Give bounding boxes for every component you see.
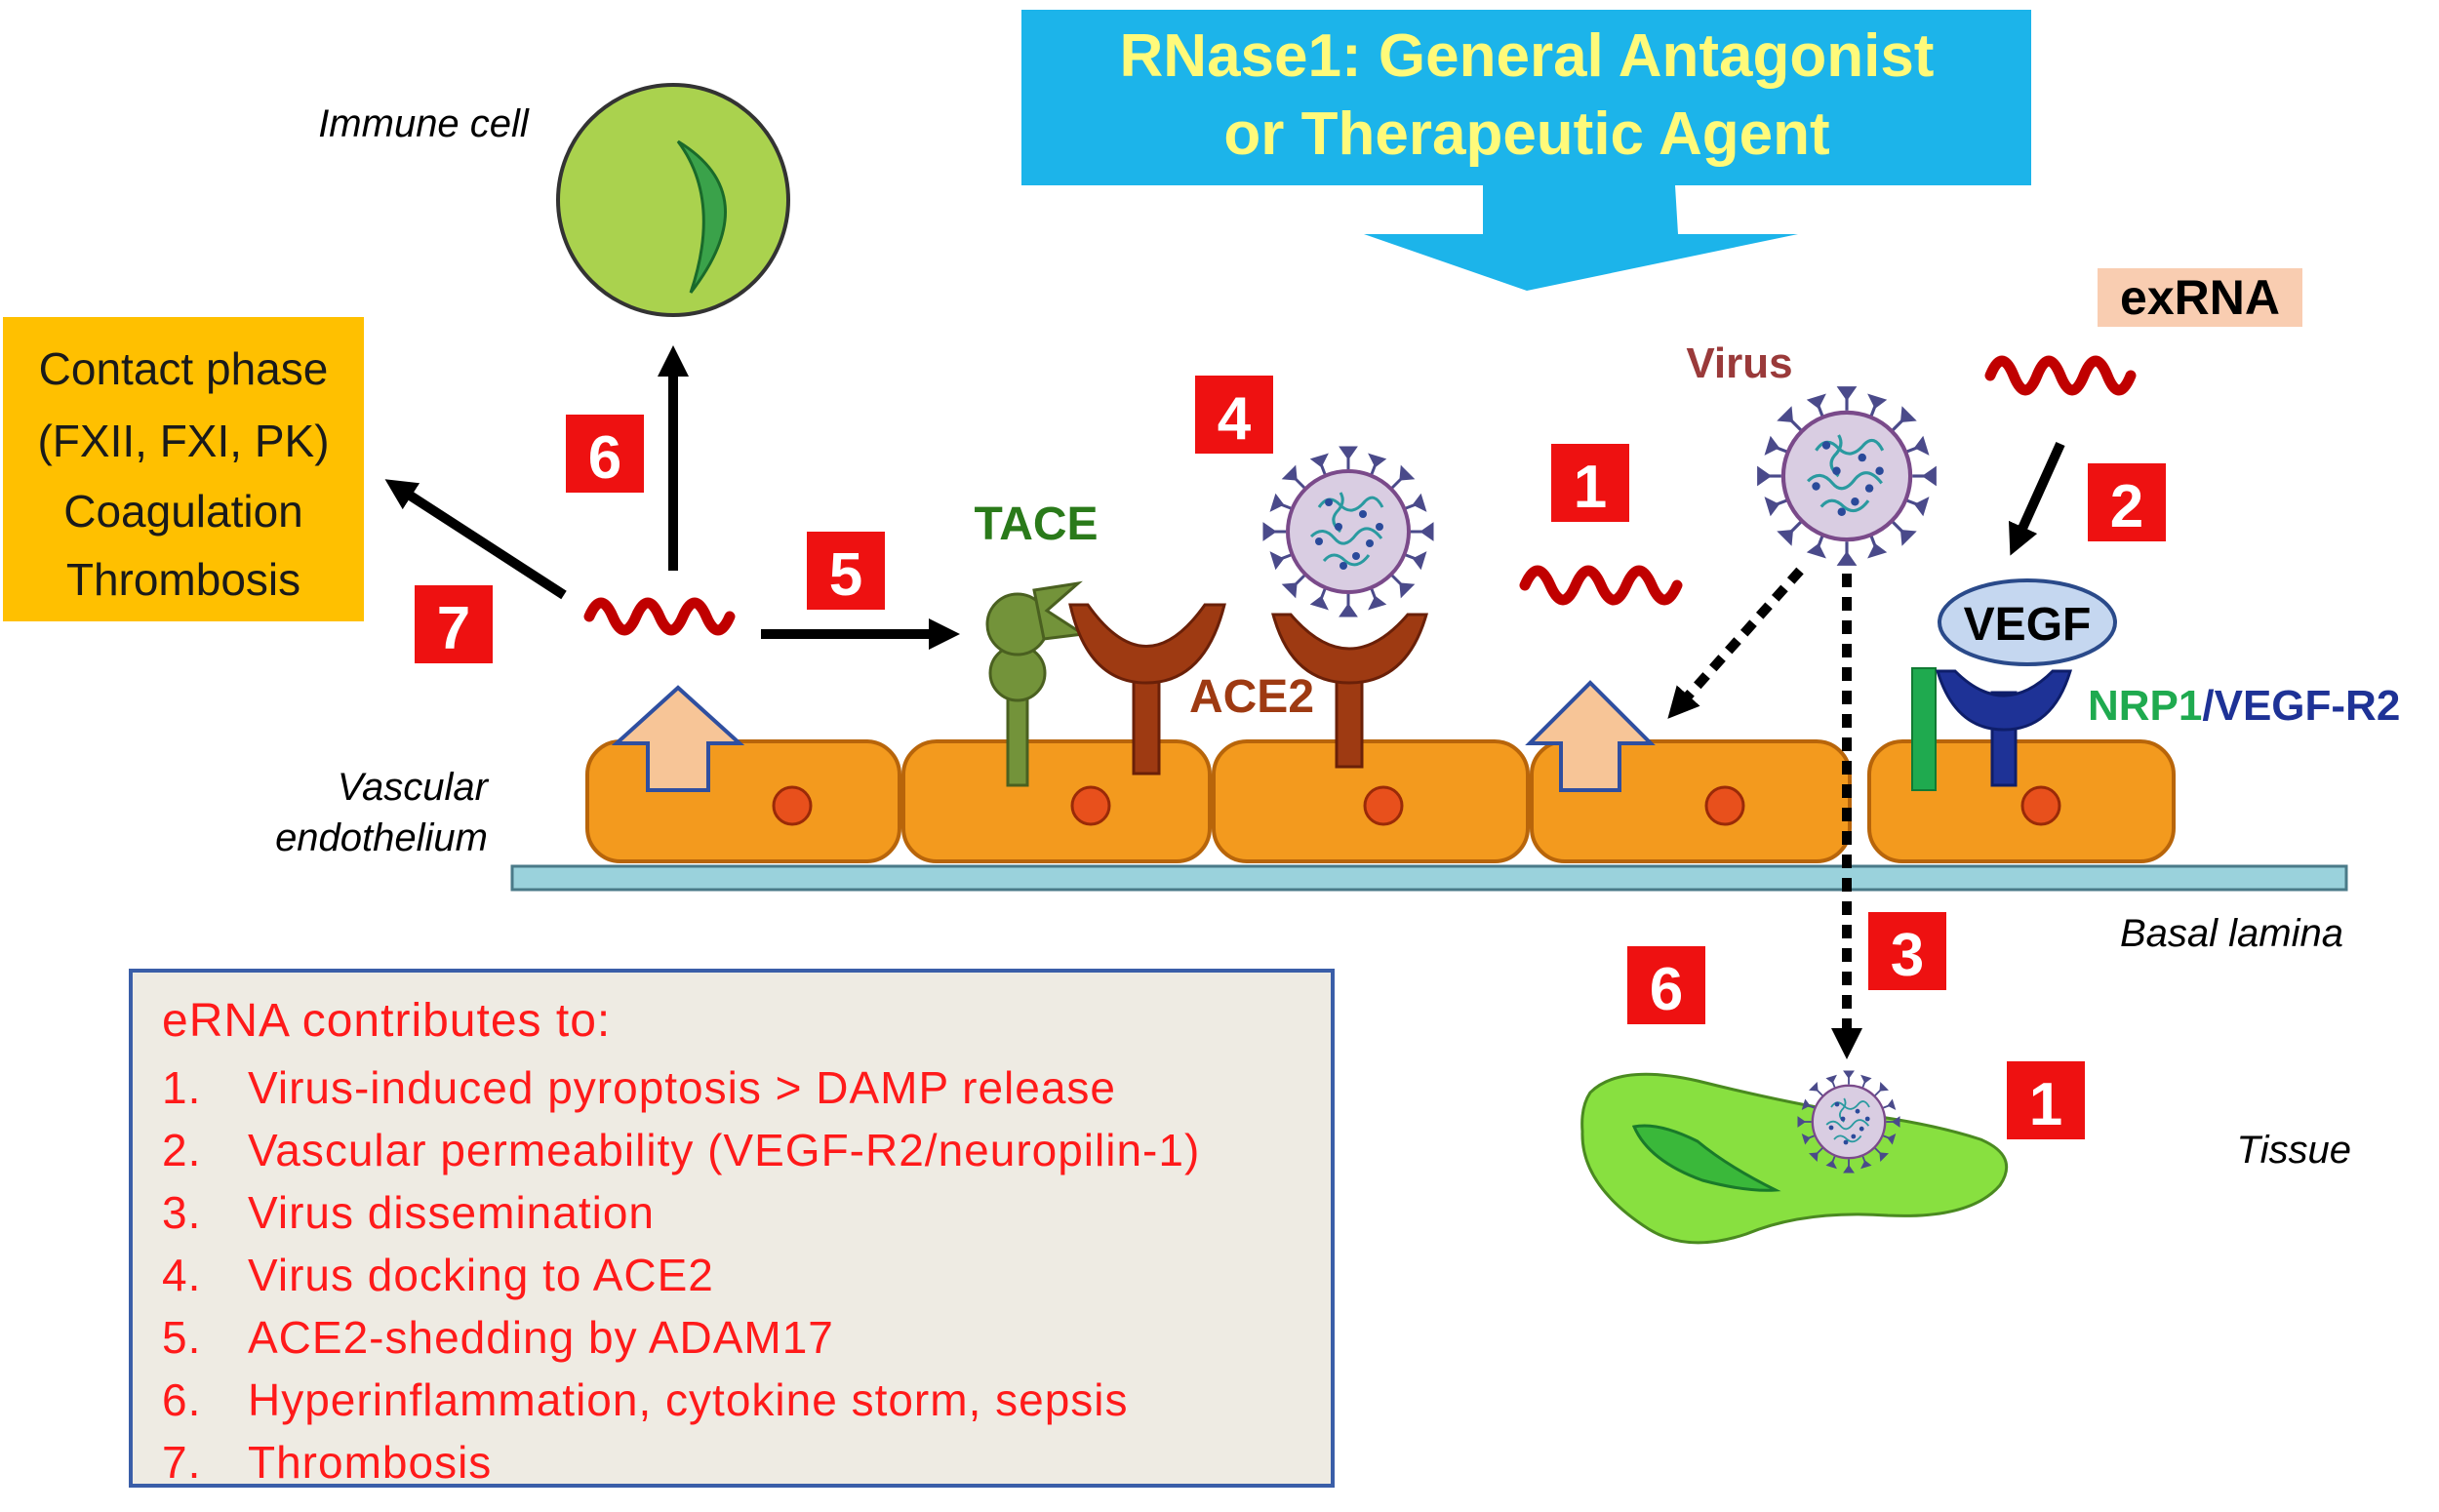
title-line-2: or Therapeutic Agent [1223,100,1829,168]
virus-free [1759,388,1936,565]
tissue-label: Tissue [2237,1129,2351,1172]
legend-item-number: 2. [162,1125,202,1175]
svg-text:4: 4 [1218,385,1252,453]
legend-item-number: 6. [162,1374,202,1425]
legend-item: 3. Virus dissemination [162,1181,1331,1244]
virus-in-tissue [1797,1070,1900,1174]
svg-text:2: 2 [2110,473,2143,540]
legend-item-text: Thrombosis [248,1437,493,1488]
badge-7 [415,585,493,663]
ace2-label: ACE2 [1189,671,1314,723]
receptor-labels: NRP1/VEGF-R2 [2088,682,2400,730]
contact-phase-line-2: (FXII, FXI, PK) [37,416,329,466]
step-badges: 6 7 5 4 1 2 3 6 1 [415,376,2166,1139]
rna-strand [1519,565,1683,606]
vegf-label: VEGF [1964,599,2092,651]
dotted-arrow-virus-entry [1667,567,1804,719]
contact-phase-line-1: Contact phase [39,343,329,394]
endothelial-cell [901,739,1212,863]
svg-text:6: 6 [1650,956,1683,1023]
title-line-1: RNase1: General Antagonist [1120,22,1935,90]
virus-label: Virus [1686,339,1792,387]
nucleus [1704,785,1745,826]
badge-5 [807,532,885,610]
badge-1-bottom [2007,1061,2085,1139]
legend-box: eRNA contributes to: 1. Virus-induced pyr… [129,969,1335,1488]
badge-1-top [1551,444,1629,522]
svg-text:7: 7 [437,595,470,662]
release-arrow [611,685,745,792]
title-banner: RNase1: General Antagonist or Therapeuti… [1021,10,2031,291]
legend-item: 5. ACE2-shedding by ADAM17 [162,1306,1331,1369]
ace2-receptor [1068,603,1226,776]
legend-item-number: 7. [162,1437,202,1488]
badge-2 [2088,463,2166,541]
vascular-label: Vascular [338,766,490,809]
basal-lamina-label: Basal lamina [2120,912,2343,955]
receptor-slash: / [2202,682,2214,730]
badge-3 [1868,912,1946,990]
nucleus [1363,785,1404,826]
svg-text:5: 5 [829,541,862,609]
legend-item: 1. Virus-induced pyroptosis > DAMP releas… [162,1056,1331,1119]
virus-docked [1262,446,1434,617]
tace-label: TACE [974,498,1098,550]
rna-strand [583,597,736,636]
exrna-label-bg [2098,268,2302,327]
legend-item-number: 1. [162,1062,202,1113]
legend-list: 1. Virus-induced pyroptosis > DAMP releas… [162,1056,1331,1493]
legend-heading: eRNA contributes to: [162,995,612,1047]
svg-text:1: 1 [2029,1071,2062,1138]
basal-lamina [510,864,2348,892]
contact-phase-line-4: Thrombosis [66,554,300,605]
immune-cell-label: Immune cell [318,102,530,145]
arrow-to-contact-phase [384,479,567,600]
legend-item-number: 5. [162,1312,202,1363]
endothelial-cells [585,739,2176,863]
vegf-r2-label: VEGF-R2 [2215,682,2401,730]
legend-item-number: 4. [162,1250,202,1300]
badge-6-bottom [1627,946,1705,1024]
badge-6-top [566,415,644,493]
endothelium-label: endothelium [275,816,488,859]
legend-item-text: Virus dissemination [248,1187,656,1238]
legend-item-text: Vascular permeability (VEGF-R2/neuropili… [248,1125,1201,1175]
legend-item: 6. Hyperinflammation, cytokine storm, sep… [162,1369,1331,1431]
svg-text:1: 1 [1574,454,1607,521]
nucleus [772,785,813,826]
legend-item: 2. Vascular permeability (VEGF-R2/neuropi… [162,1119,1331,1181]
badge-4 [1195,376,1273,454]
release-arrow [1525,680,1656,792]
ace2-receptor [1271,613,1428,769]
nucleus [1070,785,1111,826]
svg-text:3: 3 [1891,922,1924,989]
legend-item-text: Hyperinflammation, cytokine storm, sepsi… [248,1374,1129,1425]
nrp1-label: NRP1 [2088,682,2202,730]
legend-item-text: Virus docking to ACE2 [248,1250,714,1300]
legend-item-text: Virus-induced pyroptosis > DAMP release [248,1062,1116,1113]
exrna-label: exRNA [2120,270,2280,325]
tissue-cell [1580,1072,2009,1245]
legend-item: 4. Virus docking to ACE2 [162,1244,1331,1306]
legend-item-text: ACE2-shedding by ADAM17 [248,1312,834,1363]
arrow-to-vegf [2008,441,2065,556]
legend-item: 7. Thrombosis [162,1431,1331,1493]
nrp1-receptor [1911,667,1937,791]
svg-text:6: 6 [588,424,621,492]
contact-phase-box: Contact phase (FXII, FXI, PK) Coagulatio… [3,317,364,621]
legend-item-number: 3. [162,1187,202,1238]
contact-phase-line-3: Coagulation [63,486,303,537]
rna-strand [1984,355,2137,396]
nucleus [2020,785,2061,826]
vegf-r2-receptor [1935,669,2073,787]
immune-cell [556,83,790,317]
vegf-molecule [1938,578,2117,666]
tace-receptor [985,580,1088,787]
endothelial-cell [585,739,901,863]
